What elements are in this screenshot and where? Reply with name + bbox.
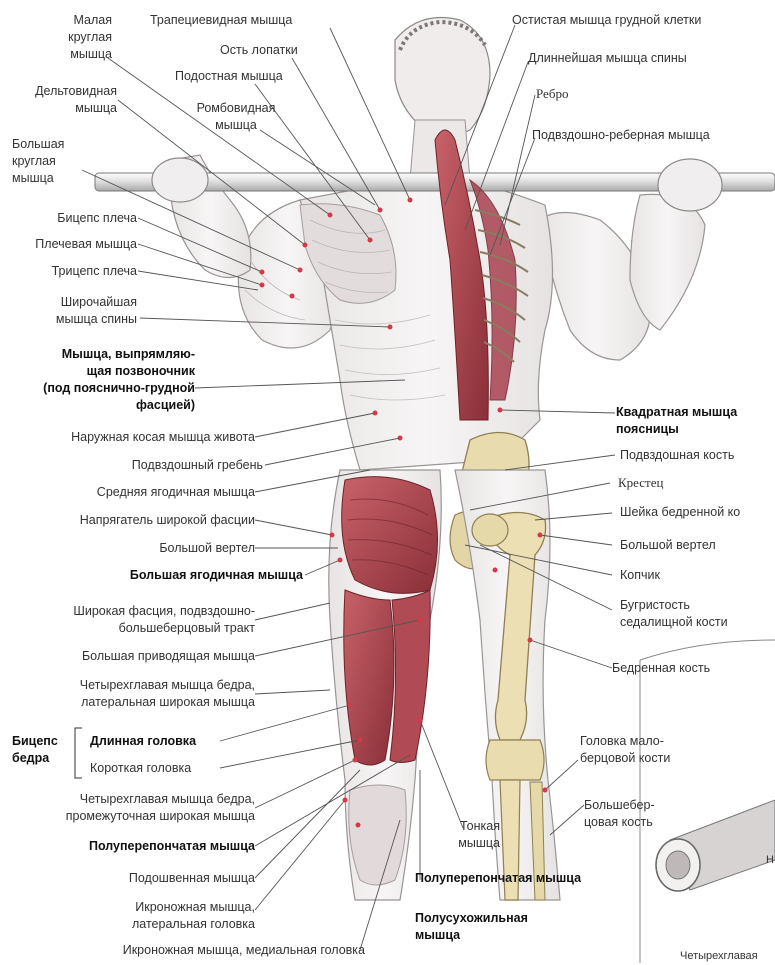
label-infraspinatus: Подостная мышца [175, 68, 283, 85]
label-gluteus-maximus: Большая ягодичная мышца [5, 567, 303, 584]
label-external-oblique: Наружная косая мышца живота [5, 429, 255, 446]
label-long-head: Длинная головка [90, 733, 196, 750]
label-tibia: Большебер- цовая кость [584, 797, 655, 831]
label-inset-bottom: Четырехглавая [680, 948, 758, 965]
label-femoral-neck: Шейка бедренной ко [620, 504, 740, 521]
label-trapezius: Трапециевидная мышца [150, 12, 292, 29]
label-rhomboid: Ромбовидная мышца [186, 100, 286, 134]
label-erector-spinae: Мышца, выпрямляю- щая позвоночник (под п… [5, 346, 195, 414]
label-tfl: Напрягатель широкой фасции [5, 512, 255, 529]
label-ilium: Подвздошная кость [620, 447, 734, 464]
label-vastus-lateralis: Четырехглавая мышца бедра, латеральная ш… [5, 677, 255, 711]
label-semimembranosus-left: Полуперепончатая мышца [5, 838, 255, 855]
label-coccyx: Копчик [620, 567, 660, 584]
left-hand [152, 158, 208, 202]
label-rib: Ребро [536, 85, 568, 102]
label-triceps: Трицепс плеча [5, 263, 137, 280]
femoral-head [472, 514, 508, 546]
label-adductor-magnus: Большая приводящая мышца [5, 648, 255, 665]
label-teres-major: Большая круглая мышца [12, 136, 92, 187]
label-short-head: Короткая головка [90, 760, 191, 777]
label-brachialis: Плечевая мышца [5, 236, 137, 253]
label-biceps-brachii: Бицепс плеча [5, 210, 137, 227]
label-iliac-crest: Подвздошный гребень [5, 457, 263, 474]
biceps-femoris-bracket [75, 728, 82, 778]
label-greater-trochanter-left: Большой вертел [5, 540, 255, 557]
label-ischial-tuberosity: Бугристость седалищной кости [620, 597, 728, 631]
label-gastrocnemius-lateral: Икроножная мышца, латеральная головка [5, 899, 255, 933]
gluteus-maximus-muscle [342, 477, 438, 594]
label-semimembranosus-right: Полуперепончатая мышца [415, 870, 581, 887]
inset-border [640, 640, 775, 660]
label-gastrocnemius-medial: Икроножная мышца, медиальная головка [5, 942, 365, 959]
label-gracilis: Тонкая мышца [430, 818, 500, 852]
label-vastus-intermedius: Четырехглавая мышца бедра, промежуточная… [5, 791, 255, 825]
gastrocnemius-muscle [349, 785, 407, 885]
label-femur: Бедренная кость [612, 660, 710, 677]
label-gluteus-medius: Средняя ягодичная мышца [5, 484, 255, 501]
label-fibula-head: Головка мало- берцовой кости [580, 733, 670, 767]
knee-bones [486, 740, 544, 780]
label-inset-letter: Н [766, 852, 774, 869]
label-teres-minor: Малая круглая мышца [20, 12, 112, 63]
label-scapula-spine: Ость лопатки [220, 42, 298, 59]
right-hand [658, 159, 722, 211]
label-semitendinosus: Полусухожильная мышца [415, 910, 528, 944]
label-longissimus: Длиннейшая мышца спины [528, 50, 687, 67]
label-latissimus: Широчайшая мышца спины [5, 294, 137, 328]
label-biceps-femoris: Бицепс бедра [12, 733, 58, 767]
semitendinosus-muscle [390, 590, 430, 763]
label-sacrum: Крестец [618, 474, 663, 491]
biceps-femoris-muscle [344, 590, 394, 765]
label-greater-trochanter-right: Большой вертел [620, 537, 716, 554]
label-iliocostalis: Подвздошно-реберная мышца [532, 127, 710, 144]
label-quadratus-lumborum: Квадратная мышца поясницы [616, 404, 737, 438]
inset-muscle-cylinder [656, 800, 775, 891]
label-it-tract: Широкая фасция, подвздошно- большеберцов… [5, 603, 255, 637]
label-deltoid: Дельтовидная мышца [5, 83, 117, 117]
right-forearm [630, 194, 705, 330]
label-spinalis: Остистая мышца грудной клетки [512, 12, 701, 29]
label-plantaris: Подошвенная мышца [5, 870, 255, 887]
